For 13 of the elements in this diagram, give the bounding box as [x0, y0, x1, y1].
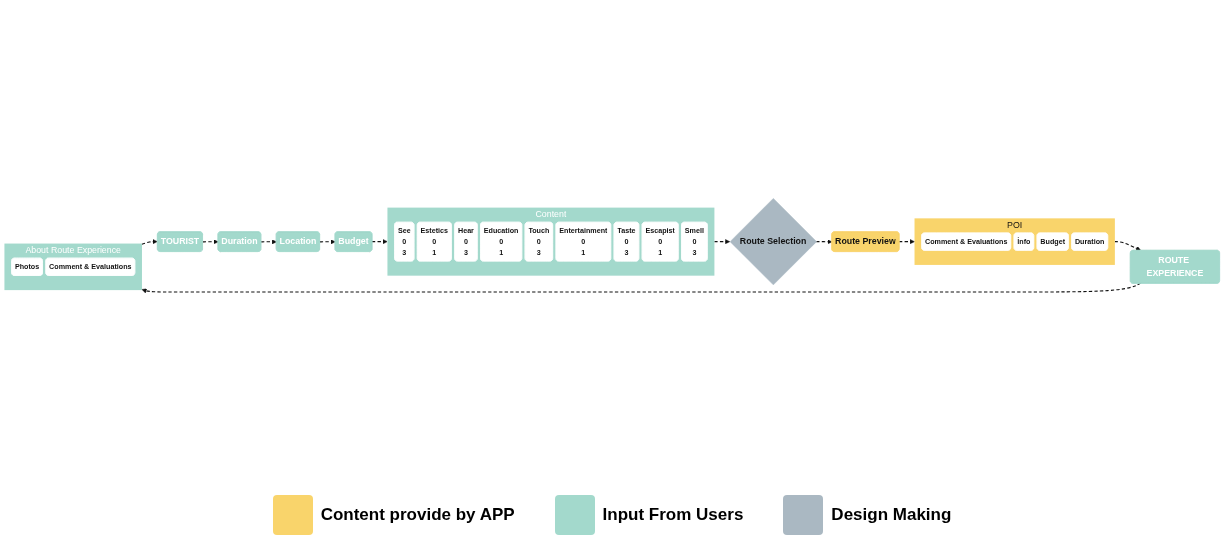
legend-text: Input From Users [602, 505, 744, 525]
arrow [713, 239, 731, 244]
arrow [260, 239, 277, 244]
legend-text: Design Making [831, 505, 952, 525]
arrow [371, 239, 388, 244]
arrow [815, 239, 833, 244]
arrow [898, 239, 915, 244]
arrow [202, 239, 219, 244]
arrow [141, 239, 158, 245]
legend-text: Content provide by APP [320, 505, 515, 525]
arrow [319, 239, 336, 244]
node-diamond: Route Selection [729, 197, 817, 285]
arrow [1114, 240, 1141, 251]
